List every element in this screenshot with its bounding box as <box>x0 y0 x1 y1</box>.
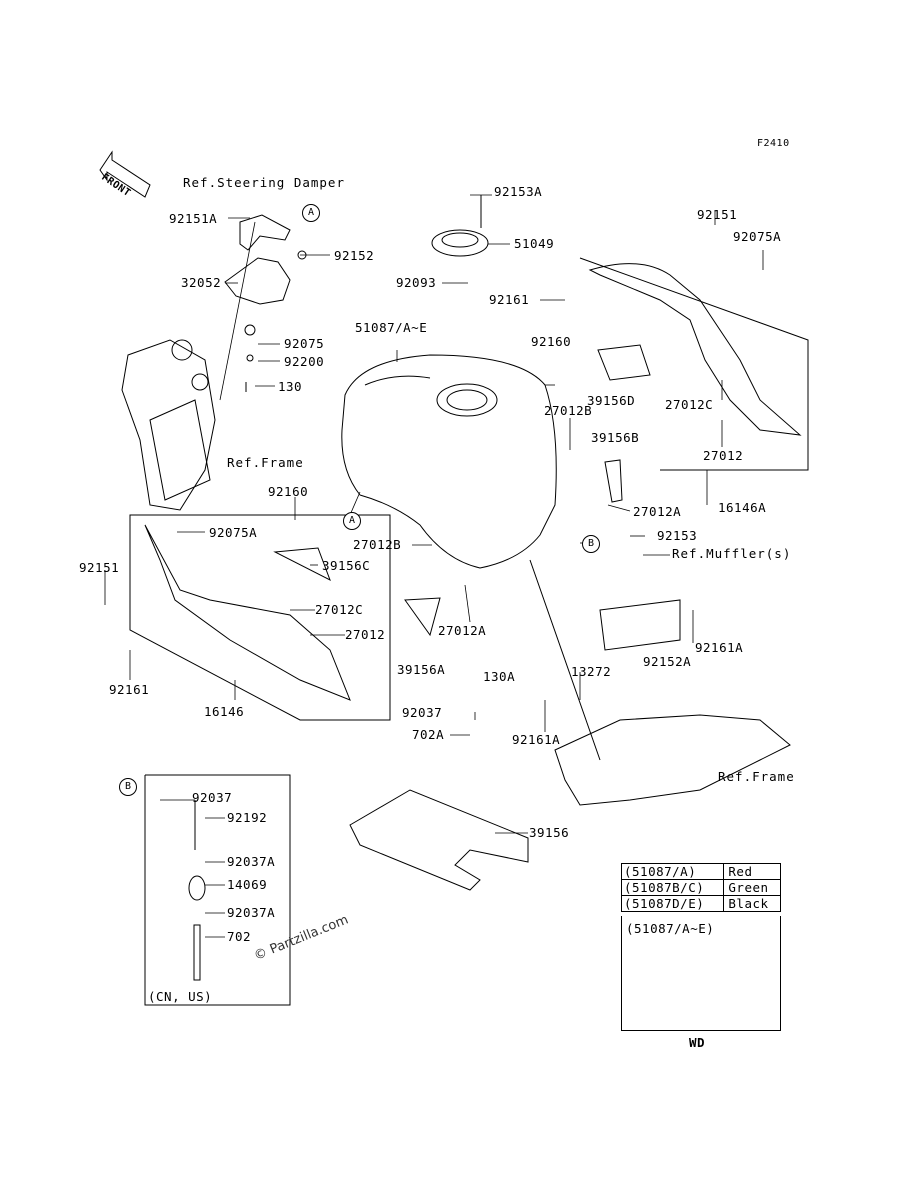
legend-row: (51087/A) Red <box>622 864 780 880</box>
part-16146: 16146 <box>204 704 245 719</box>
inset-parts-shape <box>188 800 206 981</box>
part-92152a: 92152A <box>643 654 692 669</box>
rear-frame-shape <box>529 559 791 806</box>
callout-b-inset: B <box>119 778 137 796</box>
callout-a-top: A <box>302 204 320 222</box>
part-92153: 92153 <box>657 528 698 543</box>
part-27012c-right: 27012C <box>665 397 714 412</box>
pad-39156b-shape <box>604 459 623 503</box>
part-92161a-low: 92161A <box>512 732 561 747</box>
legend-code: (51087D/E) <box>624 896 705 911</box>
legend-code: (51087B/C) <box>622 879 724 896</box>
frame-left-shape <box>121 339 216 511</box>
part-702: 702 <box>227 929 252 944</box>
part-92037a-1: 92037A <box>227 854 276 869</box>
fuel-cap-shape <box>431 195 489 257</box>
part-51087: 51087/A~E <box>355 320 428 335</box>
part-39156: 39156 <box>529 825 570 840</box>
part-51049: 51049 <box>514 236 555 251</box>
part-27012-right: 27012 <box>703 448 744 463</box>
inset-box-shape <box>144 774 291 1006</box>
pad-39156c-shape <box>273 547 331 582</box>
part-92200: 92200 <box>284 354 325 369</box>
part-92075: 92075 <box>284 336 325 351</box>
part-130: 130 <box>278 379 303 394</box>
ref-mufflers: Ref.Muffler(s) <box>672 546 792 561</box>
fuel-tank-shape <box>341 354 557 569</box>
part-32052: 32052 <box>181 275 222 290</box>
legend-row: (51087D/E) Black <box>622 895 780 911</box>
part-92192: 92192 <box>227 810 268 825</box>
figure-code: F2410 <box>757 138 790 149</box>
part-16146a: 16146A <box>718 500 767 515</box>
part-92160-left: 92160 <box>268 484 309 499</box>
ref-frame-right: Ref.Frame <box>718 769 795 784</box>
part-92151-left: 92151 <box>79 560 120 575</box>
part-92161-top: 92161 <box>489 292 530 307</box>
part-13272: 13272 <box>571 664 612 679</box>
callout-a-mid: A <box>343 512 361 530</box>
pad-39156a-shape <box>404 597 441 637</box>
part-39156b: 39156B <box>591 430 640 445</box>
part-92160-mid: 92160 <box>531 334 572 349</box>
legend-color: Green <box>723 879 780 896</box>
leader-lines <box>104 194 764 938</box>
part-92161a-right: 92161A <box>695 640 744 655</box>
part-702a: 702A <box>412 727 445 742</box>
wd-detail-title: (51087/A~E) <box>626 921 715 936</box>
part-39156d: 39156D <box>587 393 636 408</box>
legend-row: (51087B/C) Green <box>622 879 780 896</box>
part-92151a: 92151A <box>169 211 218 226</box>
side-cover-left-shape <box>129 514 391 721</box>
part-92093: 92093 <box>396 275 437 290</box>
part-92037-inset: 92037 <box>192 790 233 805</box>
part-39156c: 39156C <box>322 558 371 573</box>
part-27012b-top: 27012B <box>544 403 593 418</box>
part-92075a-right: 92075A <box>733 229 782 244</box>
legend-code: (51087/A) <box>622 864 724 880</box>
part-27012-left: 27012 <box>345 627 386 642</box>
part-92153a: 92153A <box>494 184 543 199</box>
legend-color: Red <box>723 864 780 880</box>
mat-39156-shape <box>349 789 529 891</box>
part-27012a-right: 27012A <box>633 504 682 519</box>
ref-steering-damper: Ref.Steering Damper <box>183 175 345 190</box>
wd-caption: WD <box>689 1035 706 1050</box>
part-92161-left: 92161 <box>109 682 150 697</box>
legend-color: Black <box>723 895 780 911</box>
part-92152: 92152 <box>334 248 375 263</box>
part-92151-right: 92151 <box>697 207 738 222</box>
ref-frame-left: Ref.Frame <box>227 455 304 470</box>
part-92037-mid: 92037 <box>402 705 443 720</box>
wd-detail-box <box>621 916 781 1031</box>
part-92037a-2: 92037A <box>227 905 276 920</box>
part-27012c-left: 27012C <box>315 602 364 617</box>
front-arrow-icon <box>99 150 151 198</box>
part-39156a: 39156A <box>397 662 446 677</box>
inset-note: (CN, US) <box>148 989 213 1004</box>
part-27012a-mid: 27012A <box>438 623 487 638</box>
part-92075a-left: 92075A <box>209 525 258 540</box>
part-27012b-mid: 27012B <box>353 537 402 552</box>
side-cover-right-shape <box>579 257 809 471</box>
part-14069: 14069 <box>227 877 268 892</box>
callout-b-mid: B <box>582 535 600 553</box>
part-130a: 130A <box>483 669 516 684</box>
color-legend: (51087/A) Red (51087B/C) Green (51087D/E… <box>621 863 781 912</box>
